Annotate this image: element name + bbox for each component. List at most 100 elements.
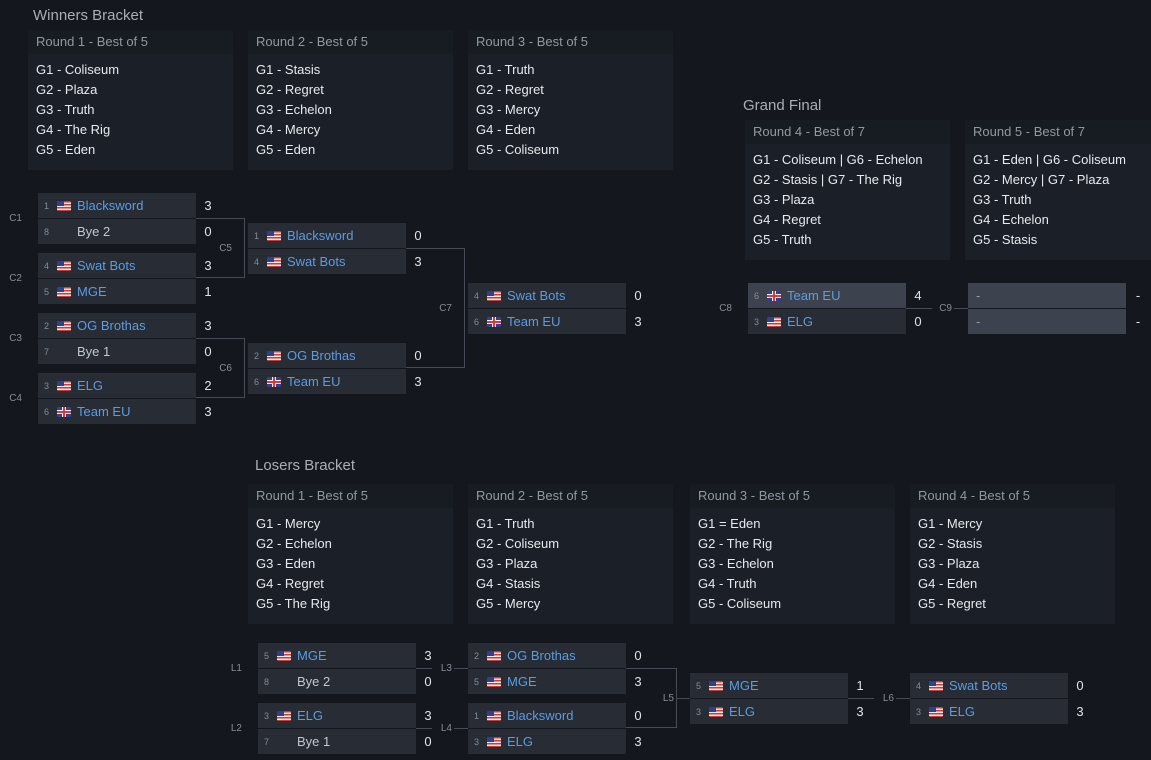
team-name[interactable]: ELG <box>77 378 104 393</box>
team-name[interactable]: OG Brothas <box>507 648 576 663</box>
player-cell[interactable]: - <box>968 283 1126 308</box>
seed-number: 3 <box>696 706 702 717</box>
team-name[interactable]: ELG <box>787 314 814 329</box>
seed-number: 4 <box>254 256 260 267</box>
score: 3 <box>204 258 212 273</box>
team-name[interactable]: MGE <box>507 674 537 689</box>
team-name[interactable]: Blacksword <box>507 708 574 723</box>
team-name[interactable]: Team EU <box>287 374 341 389</box>
map-item: G3 - Truth <box>36 102 95 117</box>
map-item: G5 - Regret <box>918 596 986 611</box>
score: 0 <box>424 674 432 689</box>
team-name[interactable]: Blacksword <box>77 198 144 213</box>
team-name[interactable]: Swat Bots <box>287 254 346 269</box>
team-name[interactable]: OG Brothas <box>77 318 146 333</box>
team-name[interactable]: ELG <box>729 704 756 719</box>
team-name[interactable]: Team EU <box>77 404 131 419</box>
team-name[interactable]: Team EU <box>507 314 561 329</box>
round-header: Round 3 - Best of 5 <box>468 30 673 54</box>
round-header: Round 1 - Best of 5 <box>28 30 233 54</box>
team-name[interactable]: Swat Bots <box>77 258 136 273</box>
team-name[interactable]: MGE <box>77 284 107 299</box>
team-name[interactable]: ELG <box>949 704 976 719</box>
player-cell[interactable]: - <box>968 309 1126 334</box>
team-name[interactable]: Swat Bots <box>507 288 566 303</box>
score: 2 <box>204 378 212 393</box>
map-item: G2 - Echelon <box>256 536 332 551</box>
team-name[interactable]: ELG <box>507 734 534 749</box>
player-cell[interactable]: 3 ELG <box>690 699 848 724</box>
team-name[interactable]: Blacksword <box>287 228 354 243</box>
team-name[interactable]: ELG <box>297 708 324 723</box>
team-name[interactable]: MGE <box>729 678 759 693</box>
map-item: G4 - Eden <box>476 122 536 137</box>
team-name[interactable]: OG Brothas <box>287 348 356 363</box>
player-cell[interactable]: 4 Swat Bots <box>248 249 406 274</box>
team-name[interactable]: MGE <box>297 648 327 663</box>
team-name[interactable]: Team EU <box>787 288 841 303</box>
team-name[interactable]: Swat Bots <box>949 678 1008 693</box>
match-C9-player-row[interactable]: -- <box>968 283 1150 308</box>
map-item: G3 - Truth <box>973 192 1032 207</box>
match-C9-player-row[interactable]: -- <box>968 309 1150 334</box>
